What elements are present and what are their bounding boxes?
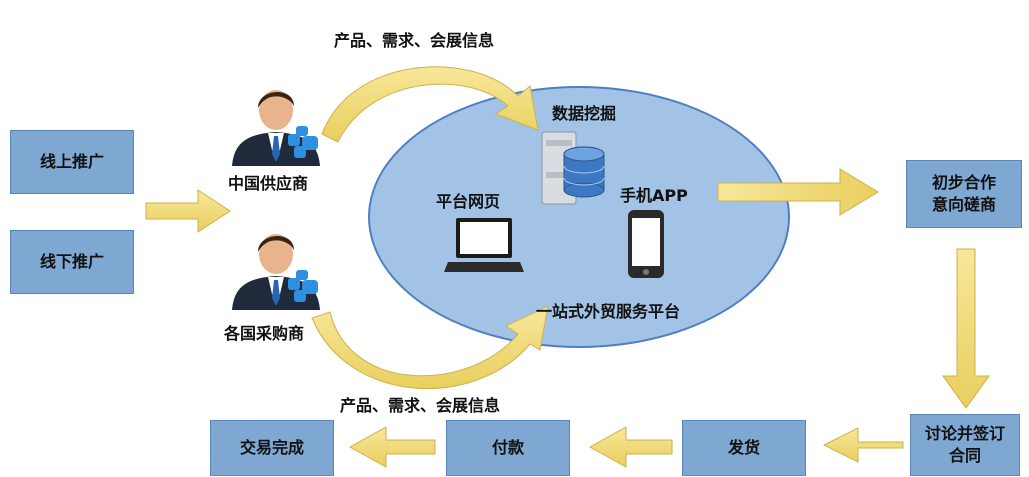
arrow-curve-top — [321, 66, 539, 143]
arrow-curve-bottom — [311, 305, 549, 390]
online-promotion-label: 线上推广 — [39, 152, 104, 171]
flow-bottom-label: 产品、需求、会展信息 — [340, 396, 501, 415]
data-mining-label: 数据挖掘 — [552, 104, 617, 123]
web-label: 平台网页 — [436, 192, 501, 211]
ship-label: 发货 — [727, 438, 760, 457]
ship-box: 发货 — [682, 420, 806, 476]
arrow-platform-to-negotiate — [717, 168, 879, 216]
laptop-icon — [444, 218, 524, 272]
deal-done-label: 交易完成 — [239, 438, 304, 457]
sign-contract-box: 讨论并签订 合同 — [910, 414, 1020, 476]
supplier-businessman-icon — [232, 90, 320, 166]
pay-box: 付款 — [446, 420, 570, 476]
arrow-negotiate-to-sign — [942, 248, 990, 409]
deal-done-box: 交易完成 — [210, 420, 334, 476]
platform-name-label: 一站式外贸服务平台 — [536, 302, 681, 321]
negotiate-line-1: 初步合作 — [931, 173, 996, 192]
smartphone-icon — [628, 210, 664, 278]
offline-promotion-box: 线下推广 — [10, 230, 134, 294]
mobile-label: 手机APP — [620, 186, 688, 205]
sign-line-1: 讨论并签订 — [924, 424, 1005, 443]
arrow-sign-to-ship — [822, 427, 904, 463]
arrow-ship-to-pay — [588, 426, 673, 468]
server-database-icon — [541, 131, 605, 205]
buyer-businessman-icon — [232, 234, 320, 310]
buyer-label: 各国采购商 — [224, 324, 305, 343]
offline-promotion-label: 线下推广 — [39, 252, 104, 271]
supplier-label: 中国供应商 — [228, 174, 309, 193]
arrow-promo-to-actors — [145, 189, 231, 233]
negotiate-line-2: 意向磋商 — [931, 195, 996, 214]
online-promotion-box: 线上推广 — [10, 130, 134, 194]
negotiate-box: 初步合作 意向磋商 — [906, 160, 1022, 228]
sign-line-2: 合同 — [948, 446, 981, 465]
flow-top-label: 产品、需求、会展信息 — [334, 31, 495, 50]
arrow-pay-to-done — [348, 426, 436, 468]
pay-label: 付款 — [491, 438, 524, 457]
platform-ellipse — [368, 86, 790, 348]
